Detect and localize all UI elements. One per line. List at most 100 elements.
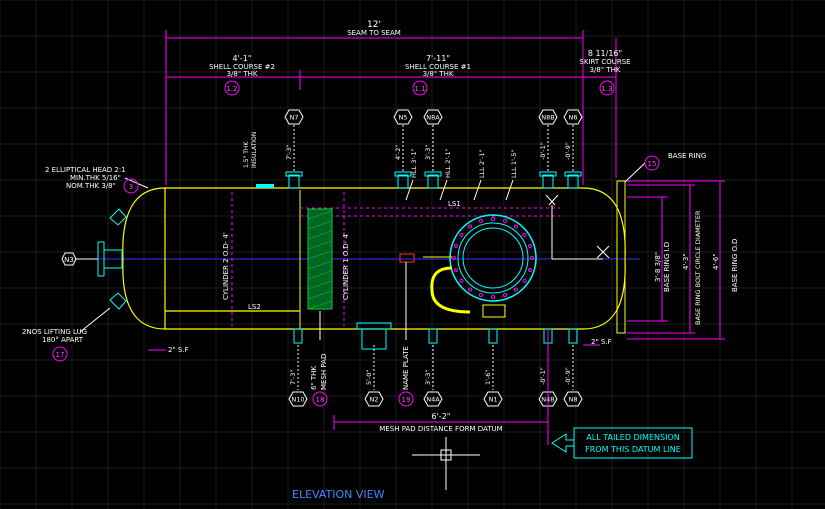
nozzle-n4a-dim: 3'-3": [424, 370, 432, 385]
manway-bolt-hole: [478, 292, 484, 298]
nozzle-n7-tag[interactable]: N7: [284, 109, 304, 125]
manway-bolt-hole: [513, 287, 519, 292]
manway: [423, 214, 537, 318]
nozzle-n5-flange: [394, 171, 412, 177]
nozzle-n8-dim: -0'-9": [564, 367, 572, 385]
nozzle-n4a-tag[interactable]: N4A: [423, 391, 443, 407]
level-label-1: HLL 3'-1": [410, 148, 418, 178]
manway-bolt-holes: [451, 216, 535, 300]
svg-text:N5: N5: [399, 114, 408, 122]
level-leader-1: [405, 179, 414, 201]
nozzle-n8b-tag[interactable]: N8B: [538, 109, 558, 125]
nozzle-n5-dim: 4'-2": [394, 145, 402, 160]
base-ring: [616, 180, 626, 334]
mesh-pad-label: MESH PAD: [320, 354, 328, 390]
nozzle-n8b-flange: [539, 171, 557, 177]
svg-text:3: 3: [129, 183, 133, 191]
course2-name: SHELL COURSE #2: [209, 63, 275, 71]
level-label-4: LLL 1'-5": [510, 150, 518, 178]
sf-right-label: 2" S.F: [591, 338, 612, 346]
svg-text:1.1: 1.1: [414, 85, 425, 93]
manway-bolt-hole: [467, 224, 473, 229]
manway-bolt-hole: [522, 278, 527, 284]
svg-text:1.2: 1.2: [226, 85, 237, 93]
course2-thk: 3/8" THK: [227, 70, 258, 78]
liquid-level-lines: [231, 192, 560, 326]
svg-text:N4A: N4A: [426, 396, 440, 404]
lifting-lugs: [109, 208, 127, 310]
ring-id-value: 3'-8 3/8": [654, 252, 662, 282]
callout-line1: ALL TAILED DIMENSION: [586, 433, 679, 442]
manway-bolt-hole: [453, 267, 459, 273]
nozzle-n6-tag[interactable]: N6: [563, 109, 583, 125]
svg-text:1.3: 1.3: [601, 85, 612, 93]
lifting-lug-tag: 17: [52, 346, 68, 362]
nozzle-n2-tag[interactable]: N2: [364, 391, 384, 407]
nozzle-n10-dim: 7'-3": [289, 370, 297, 385]
ls1-label: LS1: [448, 200, 461, 208]
svg-text:N3: N3: [64, 256, 74, 264]
level-label-3: LLL 2'-1": [478, 150, 486, 178]
base-ring-tag: 15: [644, 155, 660, 171]
svg-text:N2: N2: [370, 396, 379, 404]
datum-mark: [545, 194, 610, 260]
mesh-pad-distance-value: 6'-2": [432, 412, 451, 421]
cylinder2-label: CYLINDER 2 O.D- 4': [222, 232, 230, 300]
svg-text:15: 15: [648, 160, 657, 168]
nozzle-n8b-dim: -0'-1": [539, 142, 547, 160]
cursor-crosshair: [412, 437, 480, 490]
nozzle-n7-flange: [285, 171, 303, 177]
course1-name: SHELL COURSE #1: [405, 63, 471, 71]
manway-bolt-hole: [490, 216, 496, 222]
head-note-tag: 3: [123, 178, 139, 194]
manway-bolt-hole: [502, 292, 508, 298]
ring-od-label: BASE RING O.D: [731, 239, 739, 292]
manway-bolt-hole: [527, 267, 533, 273]
nozzle-n3-tag[interactable]: N3: [61, 252, 77, 266]
skirt-tag: 1.3: [599, 80, 615, 96]
sf-left-label: 2" S.F: [168, 346, 189, 354]
view-title: ELEVATION VIEW: [292, 488, 385, 501]
lifting-lug-line2: 180° APART: [42, 336, 84, 344]
mesh-pad: [307, 208, 333, 310]
level-leader-2: [439, 179, 448, 201]
svg-text:19: 19: [402, 396, 411, 404]
nozzle-n7-body: [288, 174, 300, 189]
insulation-thk: 1.5" THK: [243, 141, 250, 168]
nozzle-n5-tag[interactable]: N5: [393, 109, 413, 125]
nozzle-n1-dim: 1'-6": [484, 370, 492, 385]
ls2-label: LS2: [248, 303, 261, 311]
name-plate: [399, 253, 415, 263]
head-note-line3: NOM.THK 3/8": [66, 182, 116, 190]
svg-text:N6: N6: [569, 114, 578, 122]
nozzle-n1-body: [488, 328, 498, 344]
ring-od-value: 4'-6": [712, 253, 720, 270]
overall-dim-label: SEAM TO SEAM: [347, 29, 401, 37]
mesh-pad-tag: 18: [312, 391, 328, 407]
name-plate-tag: 19: [398, 391, 414, 407]
manway-bolt-hole: [527, 243, 533, 249]
manway-bolt-hole: [502, 218, 508, 224]
svg-text:N8: N8: [569, 396, 578, 404]
skirt-value: 8 11/16": [588, 49, 622, 58]
nozzle-n10-tag[interactable]: N10: [288, 391, 308, 407]
skirt-name: SKIRT COURSE: [579, 58, 630, 66]
bolt-circle-label: BASE RING BOLT CIRCLE DIAMETER: [694, 210, 702, 325]
nozzle-n8a-flange: [424, 171, 442, 177]
overall-dimension: [165, 30, 617, 185]
course2-value: 4'-1": [233, 54, 252, 63]
nozzle-n8-tag[interactable]: N8: [563, 391, 583, 407]
nozzle-n2-dim: 5'-0": [365, 370, 373, 385]
course2-tag: 1.2: [224, 80, 240, 96]
mesh-pad-hatch: [307, 210, 333, 310]
base-ring-label: BASE RING: [668, 152, 706, 160]
mesh-pad-dim: 6" THK: [310, 366, 318, 390]
manway-bolt-hole: [459, 232, 464, 238]
manway-bolt-hole: [453, 243, 459, 249]
nozzle-n8a-tag[interactable]: N8A: [423, 109, 443, 125]
skirt-thk: 3/8" THK: [590, 66, 621, 74]
nozzle-n1-tag[interactable]: N1: [483, 391, 503, 407]
